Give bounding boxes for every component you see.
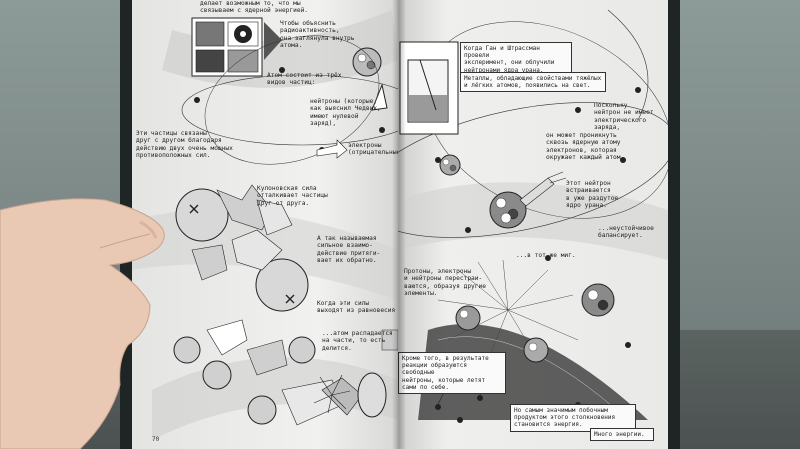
caption-coulomb: Кулоновская сила отталкивает частицы дру… (257, 185, 328, 207)
caption-electric: электроны (отрицательные) (348, 142, 398, 157)
left-page-illustrations (132, 10, 398, 440)
caption-neutron-charge: Поскольку нейтрон не имеет электрическог… (594, 102, 654, 132)
caption-explain: Чтобы объяснить радиоактивность, она заг… (280, 20, 355, 50)
book-gutter (392, 0, 406, 449)
caption-neutrons: нейтроны (которые, как выяснил Чедвик, и… (310, 98, 381, 128)
caption-absorb: Этот нейтрон встраивается в уже раздутое… (566, 180, 619, 210)
right-page-illustrations (398, 9, 668, 423)
box-energy: Много энергии. (590, 428, 654, 442)
caption-unstable: ...неустойчивое балансирует. (598, 225, 654, 240)
caption-particles: Эти частицы связаны друг с другом благод… (136, 130, 233, 160)
right-page: Когда Ган и Штрассман провели эксперимен… (398, 0, 668, 449)
left-page: делает возможным то, что мы связываем с … (132, 0, 398, 449)
left-top-text: делает возможным то, что мы связываем с … (200, 0, 309, 15)
page-number: 70 (152, 436, 160, 443)
caption-split: ...атом распадается на части, то есть де… (322, 330, 393, 352)
caption-atom: Атом состоит из трёх видов частиц: (267, 72, 342, 87)
caption-balance: Когда эти силы выходят из равновесия (317, 300, 396, 315)
caption-strong: А так называемая сильное взаимо- действи… (317, 235, 381, 265)
caption-moment: ...в тот же миг. (516, 252, 576, 259)
box-barium: Металлы, обладающие свойствами тяжёлых и… (460, 72, 606, 93)
box-byproduct: Но самым значимым побочным продуктом это… (510, 404, 636, 432)
caption-penetrate: он может проникнуть сквозь ядерную атому… (546, 132, 625, 162)
box-hahn: Когда Ган и Штрассман провели эксперимен… (460, 42, 572, 77)
box-free-neutrons: Кроме того, в результате реакции образую… (398, 352, 506, 395)
caption-protons: Протоны, электроны и нейтроны перестраи-… (404, 268, 486, 298)
